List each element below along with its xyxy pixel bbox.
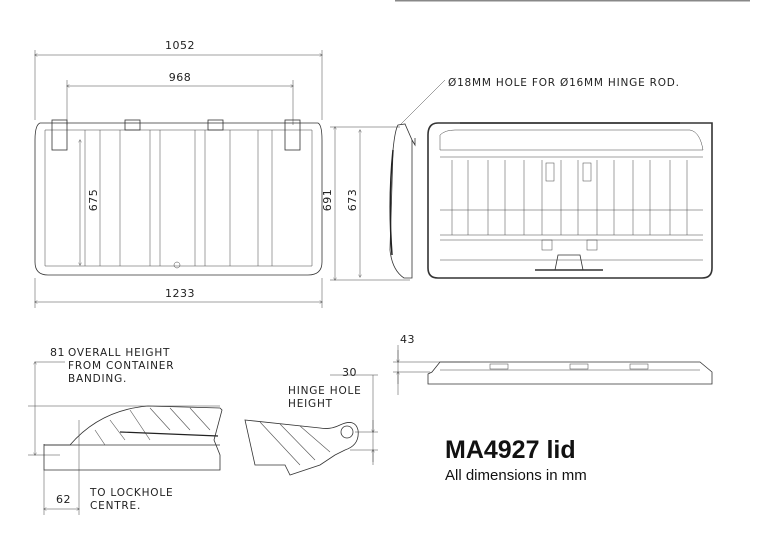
overall-height-note-3: BANDING.	[68, 373, 127, 385]
section-hinge: 30 HINGE HOLE HEIGHT	[244, 366, 378, 476]
hinge-height-note-1: HINGE HOLE	[288, 385, 362, 397]
top-view	[427, 122, 713, 279]
dim-1233: 1233	[165, 287, 195, 300]
dim-675: 675	[87, 189, 100, 212]
lockhole-note-1: TO LOCKHOLE	[89, 487, 173, 499]
front-view: 1052 968 675 1233	[35, 39, 322, 308]
overall-height-note-1: OVERALL HEIGHT	[68, 347, 170, 359]
lockhole-note-2: CENTRE.	[90, 500, 141, 512]
dim-30: 30	[342, 366, 357, 379]
drawing-subtitle: All dimensions in mm	[445, 467, 587, 484]
side-view: 691 673 Ø18MM HOLE FOR Ø16MM HINGE ROD.	[321, 77, 680, 280]
dim-691: 691	[321, 189, 334, 212]
drawing-title: MA4927 lid	[445, 436, 576, 464]
dim-43: 43	[400, 333, 415, 346]
side-elevation: 43	[393, 333, 713, 395]
dim-81: 81	[50, 346, 65, 359]
dim-673: 673	[346, 189, 359, 212]
dim-1052: 1052	[165, 39, 195, 52]
section-lockhole: 81 OVERALL HEIGHT FROM CONTAINER BANDING…	[28, 346, 223, 515]
hinge-height-note-2: HEIGHT	[288, 398, 333, 410]
overall-height-note-2: FROM CONTAINER	[68, 360, 174, 372]
dim-62: 62	[56, 493, 71, 506]
dim-968: 968	[169, 71, 192, 84]
hinge-hole-note: Ø18MM HOLE FOR Ø16MM HINGE ROD.	[448, 77, 680, 89]
